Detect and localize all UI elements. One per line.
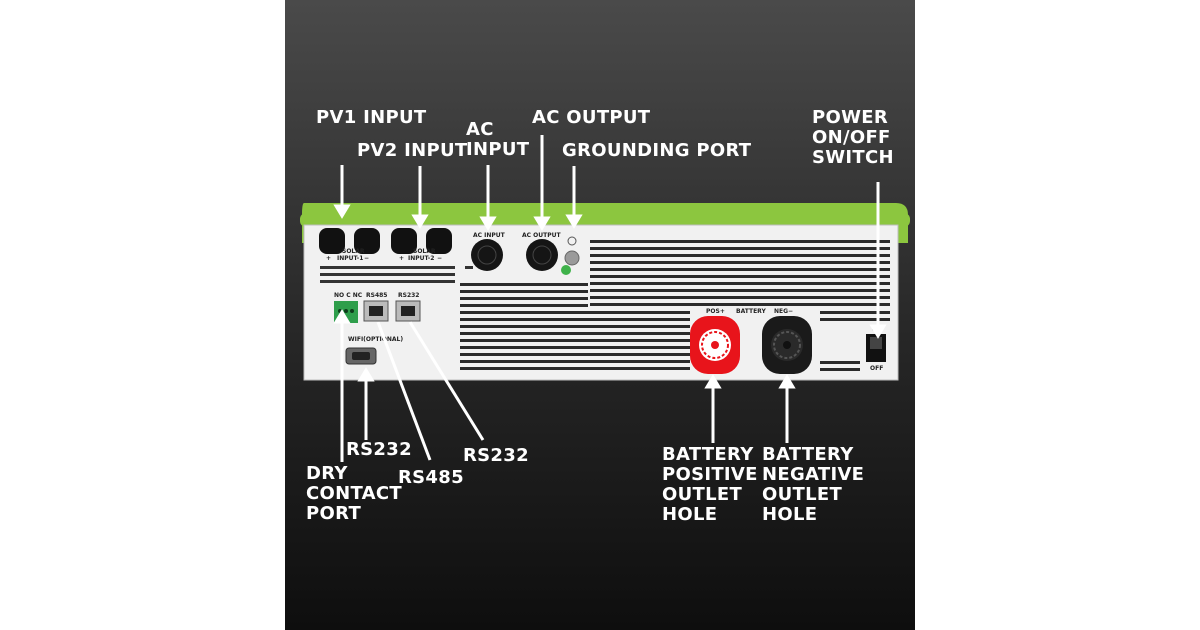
svg-text:−: −	[364, 255, 369, 262]
off-print: OFF	[870, 365, 883, 372]
ac-output-callout: AC OUTPUT	[532, 107, 651, 128]
svg-text:INPUT-1: INPUT-1	[337, 255, 363, 262]
rs485-callout: RS485	[398, 467, 464, 488]
rs232-print: RS232	[398, 292, 419, 299]
vent-left-upper	[320, 266, 473, 283]
pv1-terminals	[319, 228, 380, 254]
battery-print: BATTERY	[736, 308, 766, 315]
battery-positive-gland	[690, 316, 740, 374]
ac-output-gland	[526, 239, 558, 271]
vent-grid-main	[460, 240, 890, 371]
rs232-rj45-leader	[408, 321, 485, 441]
battery-negative-callout: BATTERY NEGATIVE OUTLET HOLE	[762, 444, 865, 525]
inverter-rear-panel: SOLAR INPUT-1 SOLAR INPUT-2 + − + − AC I…	[300, 203, 910, 381]
rs485-leader	[376, 321, 432, 461]
svg-text:+: +	[326, 255, 331, 262]
svg-text:−: −	[437, 255, 442, 262]
battery-positive-callout: BATTERY POSITIVE OUTLET HOLE	[662, 444, 758, 525]
ac-input-gland	[471, 239, 503, 271]
rs232-rj45-callout: RS232	[463, 445, 529, 466]
dry-contact-print: NO C NC	[334, 292, 363, 299]
pv2-terminals	[391, 228, 452, 254]
wifi-print: WIFI(OPTIONAL)	[348, 336, 403, 343]
ac-input-print: AC INPUT	[473, 232, 506, 239]
battery-negative-gland	[762, 316, 812, 374]
grounding-bolt	[564, 250, 580, 266]
pv1-callout: PV1 INPUT	[316, 107, 427, 128]
svg-text:INPUT-2: INPUT-2	[408, 255, 434, 262]
ac-output-print: AC OUTPUT	[522, 232, 561, 239]
pos-print: POS+	[706, 308, 725, 315]
rs485-print: RS485	[366, 292, 387, 299]
solar2-label: SOLAR	[413, 248, 436, 255]
svg-text:+: +	[399, 255, 404, 262]
pv2-callout: PV2 INPUT	[357, 140, 468, 161]
rs232-db9-callout: RS232	[346, 439, 412, 460]
grounding-callout: GROUNDING PORT	[562, 140, 752, 161]
dry-contact-callout: DRY CONTACT PORT	[306, 463, 402, 524]
solar1-label: SOLAR	[342, 248, 365, 255]
neg-print: NEG−	[774, 308, 793, 315]
ac-input-callout: AC INPUT	[466, 119, 530, 160]
power-switch-callout: POWER ON/OFF SWITCH	[812, 107, 894, 168]
